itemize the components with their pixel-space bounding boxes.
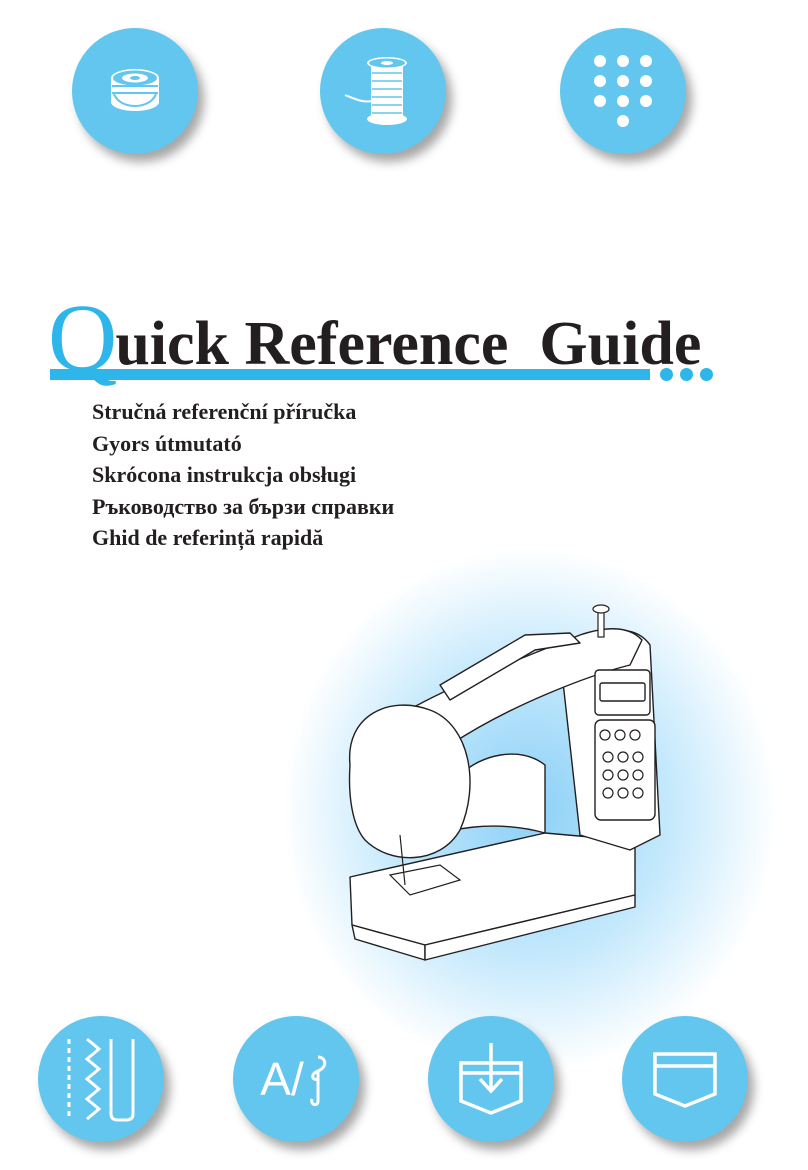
bobbin-icon-circle — [72, 28, 198, 154]
subtitle-romanian: Ghid de referință rapidă — [92, 525, 324, 550]
rule-dot — [700, 368, 713, 381]
thread-spool-icon-circle — [320, 28, 446, 154]
stitch-patterns-icon — [67, 1037, 135, 1122]
title-rule — [50, 369, 650, 380]
subtitle-polish: Skrócona instrukcja obsługi — [92, 462, 357, 487]
subtitle-czech: Stručná referenční příručka — [92, 399, 357, 424]
subtitle-list: Stručná referenční příručka Gyors útmuta… — [92, 396, 394, 554]
keypad-icon-circle — [560, 28, 686, 154]
alphabet-stitch-icon-circle: A/ — [233, 1016, 359, 1142]
bobbin-icon — [111, 69, 159, 111]
pocket-insert-icon-circle — [428, 1016, 554, 1142]
thread-spool-icon — [344, 57, 407, 125]
rule-dot — [680, 368, 693, 381]
subtitle-hungarian: Gyors útmutató — [92, 430, 242, 456]
keypad-icon — [594, 55, 652, 127]
pocket-icon — [653, 1052, 717, 1108]
sewing-machine-illustration — [348, 604, 661, 961]
stitch-patterns-icon-circle — [38, 1016, 164, 1142]
rule-dot — [660, 368, 673, 381]
alphabet-icon-text: A/ — [260, 1053, 304, 1105]
alphabet-stitch-icon: A/ — [260, 1049, 331, 1109]
script-letter-icon — [309, 1055, 326, 1107]
title-rest: uick Reference Guide — [115, 310, 702, 378]
pocket-insert-icon — [459, 1043, 523, 1115]
subtitle-bulgarian: Ръководство за бързи справки — [92, 493, 395, 519]
pocket-icon-circle — [622, 1016, 748, 1142]
page-title: Quick Reference Guide — [48, 276, 702, 391]
